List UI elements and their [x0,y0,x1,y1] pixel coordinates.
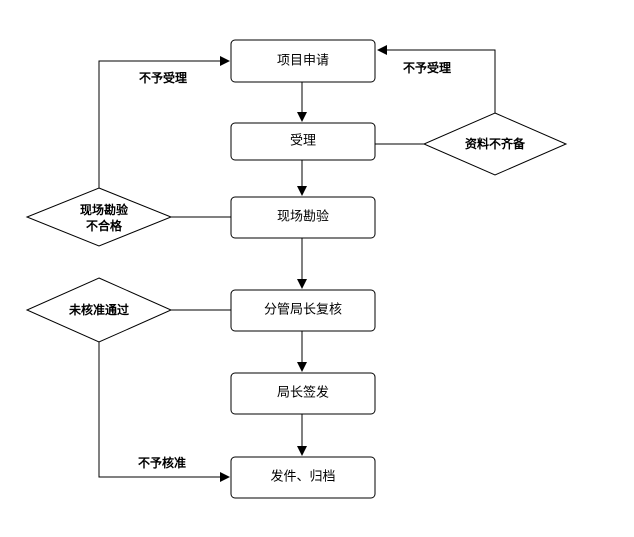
arrow-incomplete-to-application [377,45,496,113]
arrow-not-approved-to-archive [98,342,230,482]
arrow-failed-to-application [98,56,230,188]
decision-incomplete-docs: 资料不齐备 [422,112,568,176]
box-issue-archive: 发件、归档 [230,456,376,499]
box-acceptance-label: 受理 [290,134,316,149]
connectors [98,45,496,482]
edge-label-not-approve: 不予核准 [138,455,186,470]
box-application-label: 项目申请 [277,54,329,69]
box-director-sign-label: 局长签发 [277,385,329,401]
decision-survey-failed-line1: 现场勘验 [80,202,129,217]
box-issue-archive-label: 发件、归档 [270,469,335,485]
edge-label-reject-left: 不予受理 [139,70,187,85]
box-acceptance: 受理 [230,122,376,161]
box-application: 项目申请 [230,39,376,83]
box-deputy-review: 分管局长复核 [230,289,376,332]
box-site-survey: 现场勘验 [230,196,376,239]
decision-not-approved: 未核准通过 [25,277,173,343]
decision-not-approved-label: 未核准通过 [68,302,129,317]
decision-incomplete-docs-label: 资料不齐备 [465,136,526,151]
edge-label-reject-right: 不予受理 [403,60,451,75]
box-director-sign: 局长签发 [230,372,376,415]
decision-survey-failed: 现场勘验 不合格 [25,187,173,247]
box-deputy-review-label: 分管局长复核 [264,303,342,318]
box-site-survey-label: 现场勘验 [277,209,329,225]
decision-survey-failed-line2: 不合格 [86,218,123,233]
